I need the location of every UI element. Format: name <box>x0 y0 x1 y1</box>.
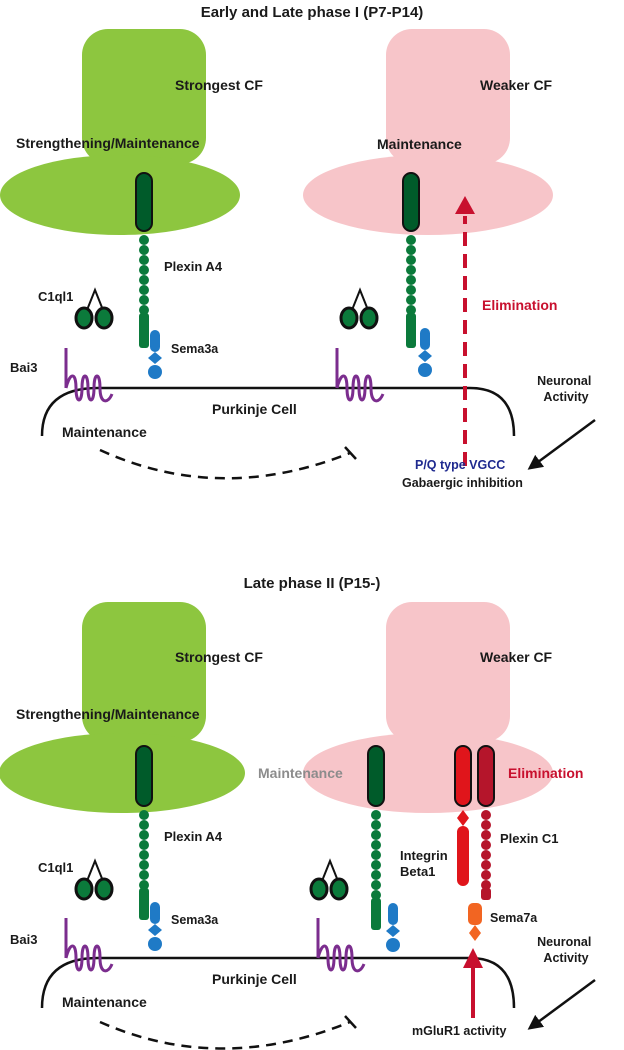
integrin-label: Integrin Beta1 <box>400 848 451 879</box>
plexin-a4-label: Plexin A4 <box>164 259 223 274</box>
neuronal-activity-arrow-bottom <box>527 978 596 1030</box>
bai3-receptor-weak-bottom <box>316 918 366 973</box>
neuronal-activity-label: Neuronal Activity <box>537 374 595 404</box>
weaker-cf-label-bottom: Weaker CF <box>480 649 553 665</box>
maintenance-label-bottom: Maintenance <box>62 994 147 1010</box>
panel-bottom: Late phase II (P15-) Strongest CF Streng… <box>0 575 596 1050</box>
c1ql1-icon-bottom <box>74 858 114 901</box>
weak-elimination-label: Elimination <box>508 765 583 781</box>
bai3-receptor-weak <box>335 348 385 403</box>
inhibition-arc-bottom <box>99 1020 351 1050</box>
weaker-cf-terminal-bottom <box>303 602 553 813</box>
c1ql1-icon-weak <box>339 287 379 330</box>
panel-bottom-title: Late phase II (P15-) <box>244 575 381 592</box>
strongest-cf-label: Strongest CF <box>175 77 263 93</box>
maintenance-label: Maintenance <box>62 424 147 440</box>
purkinje-label-bottom: Purkinje Cell <box>212 971 297 987</box>
weak-maintenance-label: Maintenance <box>258 765 343 781</box>
purkinje-cell-membrane-bottom <box>40 956 516 1009</box>
inhibition-bar-bottom <box>344 1015 357 1029</box>
sema3a-ligand-weak-bottom <box>386 903 400 952</box>
elimination-arrowhead <box>455 196 475 214</box>
plexin-a4-receptor <box>135 172 153 348</box>
bai3-label: Bai3 <box>10 360 37 375</box>
neuronal-activity-arrow <box>527 418 596 470</box>
inhibition-bar <box>344 446 357 460</box>
strong-role-label-bottom: Strengthening/Maintenance <box>16 706 200 722</box>
sema3a-label: Sema3a <box>171 342 219 356</box>
weaker-cf-terminal <box>303 29 553 235</box>
sema7a-label: Sema7a <box>490 911 538 925</box>
bai3-receptor <box>64 348 114 403</box>
sema3a-label-bottom: Sema3a <box>171 913 219 927</box>
bai3-label-bottom: Bai3 <box>10 932 37 947</box>
sema3a-ligand-bottom <box>148 902 162 951</box>
mglur1-label: mGluR1 activity <box>412 1024 507 1038</box>
purkinje-label: Purkinje Cell <box>212 401 297 417</box>
strong-role-label: Strengthening/Maintenance <box>16 135 200 151</box>
plexin-c1-receptor <box>477 745 495 900</box>
panel-top-title: Early and Late phase I (P7-P14) <box>201 4 424 21</box>
plexin-a4-receptor-bottom <box>135 745 153 920</box>
gaba-label: Gabaergic inhibition <box>402 476 523 490</box>
sema3a-ligand <box>148 330 162 379</box>
plexin-a4-receptor-weak-bottom <box>367 745 385 930</box>
mglur1-arrowhead <box>463 948 483 968</box>
plexin-c1-label: Plexin C1 <box>500 831 559 846</box>
vgcc-label: P/Q type VGCC <box>415 458 505 472</box>
panel-top: Early and Late phase I (P7-P14) Stronges… <box>0 4 596 490</box>
bai3-receptor-bottom <box>64 918 114 973</box>
plexin-a4-label-bottom: Plexin A4 <box>164 829 223 844</box>
c1ql1-label-bottom: C1ql1 <box>38 860 73 875</box>
neuronal-activity-label-bottom: Neuronal Activity <box>537 935 595 965</box>
purkinje-cell-membrane <box>40 386 516 437</box>
sema7a-ligand <box>468 903 482 941</box>
integrin-beta1-receptor <box>454 745 472 886</box>
plexin-a4-receptor-weak <box>402 172 420 348</box>
c1ql1-icon-weak-bottom <box>309 858 349 901</box>
strongest-cf-terminal <box>0 29 240 235</box>
strongest-cf-label-bottom: Strongest CF <box>175 649 263 665</box>
c1ql1-icon <box>74 287 114 330</box>
weak-role-label: Maintenance <box>377 136 462 152</box>
c1ql1-label: C1ql1 <box>38 289 73 304</box>
weaker-cf-label: Weaker CF <box>480 77 553 93</box>
strongest-cf-terminal-bottom <box>0 602 245 813</box>
sema3a-ligand-weak <box>418 328 432 377</box>
elimination-label: Elimination <box>482 297 557 313</box>
inhibition-arc <box>99 448 351 480</box>
